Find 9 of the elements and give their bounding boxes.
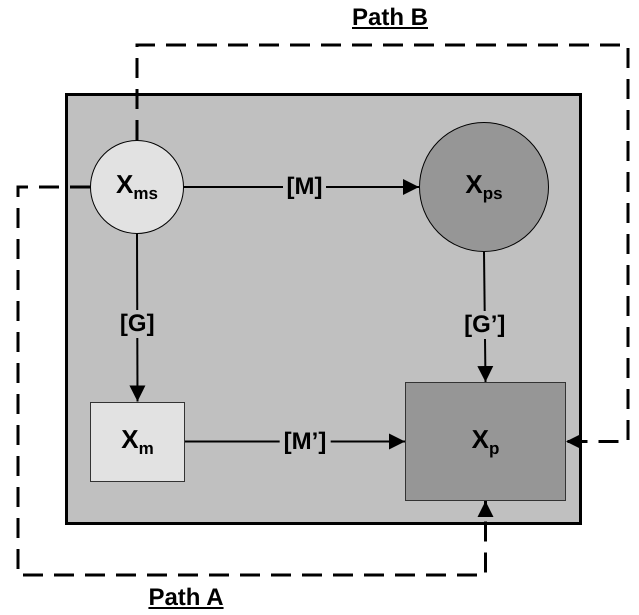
state-box <box>405 382 566 501</box>
state-label: X$_{m}$ <box>121 424 154 460</box>
system-box <box>65 93 582 525</box>
dashed-arrow <box>16 186 494 576</box>
state-label: X$_{ps}$ <box>465 169 503 205</box>
state-label: X$_{p}$ <box>472 424 500 460</box>
dashed-arrow <box>136 44 630 450</box>
state-box <box>90 402 185 482</box>
state-label: X$_{ms}$ <box>116 169 158 205</box>
